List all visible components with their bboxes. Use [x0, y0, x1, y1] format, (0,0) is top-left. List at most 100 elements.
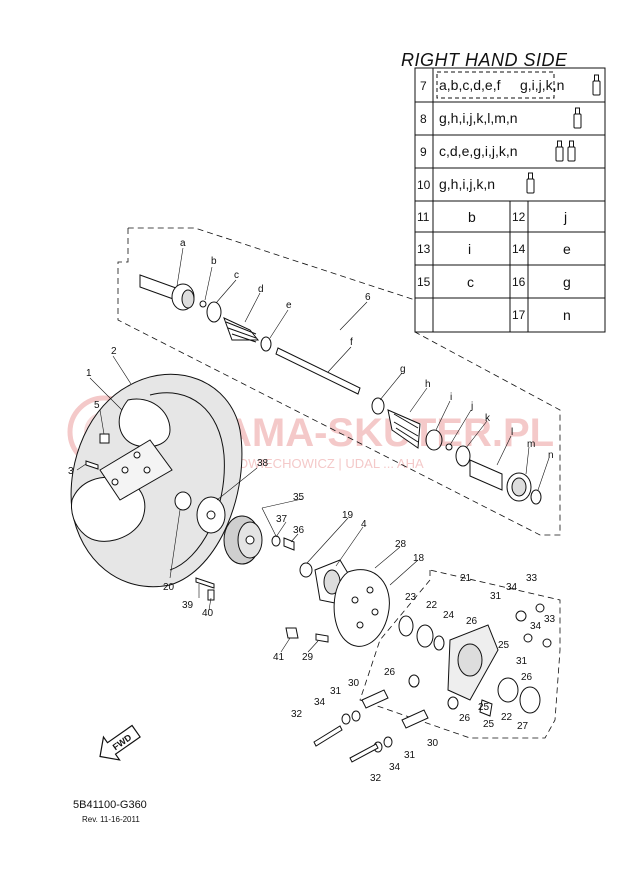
- washer-upper-b: [351, 710, 361, 722]
- callout-g: g: [400, 364, 406, 375]
- callout-34-top: 34: [506, 582, 518, 593]
- callout-31-right: 31: [516, 656, 528, 667]
- row10-text: g,h,i,j,k,n: [439, 176, 495, 192]
- valve-cap: [99, 433, 110, 444]
- callout-e: e: [286, 300, 292, 311]
- callout-d: d: [258, 284, 264, 295]
- callout-30-bottom: 30: [427, 738, 439, 749]
- row7-text-boxed: a,b,c,d,e,f: [439, 77, 501, 93]
- callout-38: 38: [257, 458, 269, 469]
- callout-33-top: 33: [526, 573, 538, 584]
- callout-i: i: [450, 392, 452, 403]
- row15-val: c: [467, 274, 474, 290]
- rim: [118, 398, 171, 448]
- bolt-lower: [349, 743, 379, 763]
- callout-39: 39: [182, 600, 194, 611]
- diagram-code: 5B41100-G360: [73, 799, 147, 811]
- callout-k: k: [485, 413, 491, 424]
- callout-2: 2: [111, 346, 117, 357]
- sleeve-lower: [401, 709, 429, 729]
- row7-group-box: [436, 71, 555, 99]
- row11-val: b: [468, 209, 476, 225]
- callout-31-bottom: 31: [404, 750, 416, 761]
- callout-32-bottom: 32: [370, 773, 382, 784]
- fwd-arrow-icon: [99, 724, 141, 761]
- axle-shaft: [275, 347, 361, 395]
- callout-34-bottom: 34: [389, 762, 401, 773]
- callout-26-bottom: 26: [459, 713, 471, 724]
- knuckle-cover: [519, 686, 541, 714]
- callout-30-top: 30: [348, 678, 360, 689]
- knuckle-bearing-lower: [497, 677, 519, 703]
- snap-ring: [455, 445, 471, 467]
- double-offset-joint: [469, 459, 503, 491]
- fwd-arrow: FWD: [99, 724, 141, 761]
- row16-val: g: [563, 274, 571, 290]
- callout-21: 21: [460, 573, 472, 584]
- callout-34-left: 34: [314, 697, 326, 708]
- row12-num: 12: [512, 210, 526, 224]
- callout-j: j: [470, 401, 473, 412]
- diagram-revision: Rev. 11-16-2011: [82, 815, 140, 824]
- hub-pin: [207, 589, 215, 601]
- spacer: [433, 635, 445, 651]
- drive-shaft-assembly: [139, 274, 542, 505]
- driveshaft-group-outline: [117, 227, 561, 536]
- cv-joint-shaft: [139, 274, 177, 301]
- row8-text: g,h,i,j,k,l,m,n: [439, 110, 518, 126]
- callout-b: b: [211, 256, 217, 267]
- boot-band-small: [260, 336, 272, 352]
- knuckle-nut-right: [542, 638, 552, 648]
- callout-25-bottom: 25: [478, 702, 490, 713]
- callout-22-top: 22: [426, 600, 438, 611]
- wheel-assembly: [70, 373, 243, 588]
- row14-num: 14: [512, 242, 526, 256]
- collar-lower: [447, 696, 459, 710]
- table-title: RIGHT HAND SIDE: [401, 50, 568, 70]
- knuckle-bearing: [416, 624, 434, 648]
- callout-36: 36: [293, 525, 305, 536]
- boot-band-inner: [425, 429, 443, 451]
- grease-tube-icon: [526, 172, 535, 194]
- collar-upper: [408, 674, 420, 688]
- row17-val: n: [563, 307, 571, 323]
- rim-inner: [99, 439, 173, 501]
- callout-31-top: 31: [490, 591, 502, 602]
- row13-val: i: [468, 241, 471, 257]
- grease-nipple: [479, 699, 493, 717]
- callout-29: 29: [302, 652, 314, 663]
- row8-num: 8: [420, 112, 427, 126]
- row9-text: c,d,e,g,i,j,k,n: [439, 143, 518, 159]
- callout-28: 28: [395, 539, 407, 550]
- circlip: [199, 300, 207, 308]
- bolt-upper: [313, 725, 343, 747]
- callout-18: 18: [413, 553, 425, 564]
- callout-33-right: 33: [544, 614, 556, 625]
- row9-num: 9: [420, 145, 427, 159]
- callout-23: 23: [405, 592, 417, 603]
- watermark-main: YAMA-SKUTER.PL: [200, 411, 554, 455]
- kit-table: [414, 67, 606, 333]
- wheel-bearing: [174, 491, 192, 511]
- kit-table-text: 7 a,b,c,d,e,f g,i,j,k,n 8 g,h,i,j,k,l,m,…: [417, 77, 571, 323]
- hub-nut: [283, 537, 295, 551]
- brake-nut: [285, 627, 299, 639]
- row17-num: 17: [512, 308, 526, 322]
- knuckle-nut-upper: [535, 603, 545, 613]
- knuckle-group-outline: [359, 569, 561, 739]
- callout-h: h: [425, 379, 431, 390]
- group-outlines: [117, 227, 561, 739]
- callout-19: 19: [342, 510, 354, 521]
- callout-37: 37: [276, 514, 288, 525]
- callout-26-top: 26: [466, 616, 478, 627]
- sleeve-upper: [361, 689, 389, 709]
- oil-seal-ring: [530, 489, 542, 505]
- wheel-stud: [195, 577, 215, 589]
- circlip-inner: [445, 443, 453, 451]
- callout-26-left: 26: [384, 667, 396, 678]
- boot-band-outer: [206, 301, 222, 323]
- callout-6: 6: [365, 292, 371, 303]
- table-icons: [526, 74, 601, 194]
- callout-f: f: [350, 337, 353, 348]
- row16-num: 16: [512, 275, 526, 289]
